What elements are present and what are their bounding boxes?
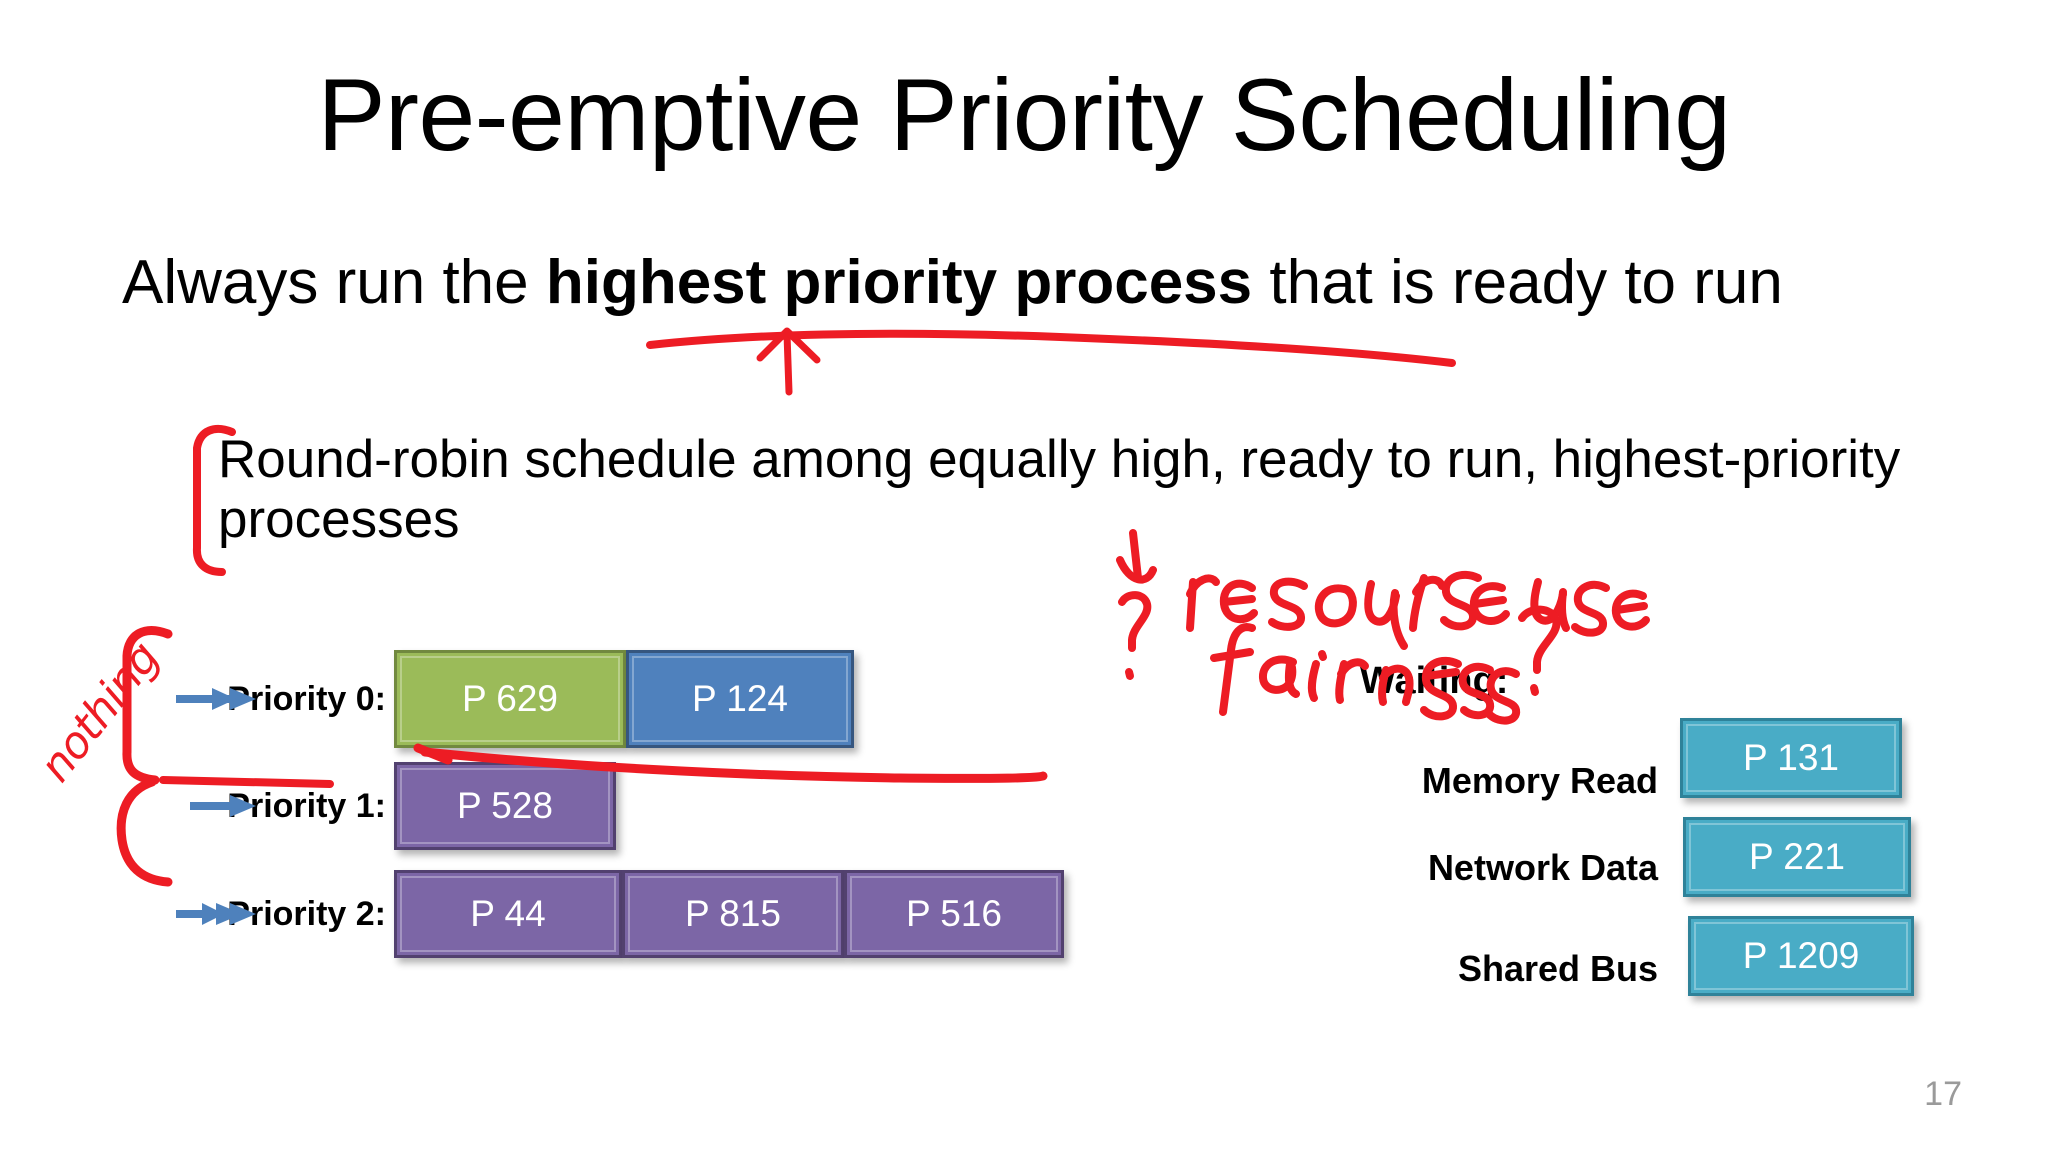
waiting-section-title: Waiting: bbox=[1360, 660, 1509, 702]
waiting-resource-network-data: Network Data bbox=[1427, 847, 1658, 888]
ink-text-nothing: nothing bbox=[30, 633, 170, 792]
ink-text-question-right bbox=[1518, 605, 1561, 696]
ink-arrow-down-head bbox=[1116, 556, 1157, 584]
ink-strike-arrowhead bbox=[413, 743, 453, 765]
process-box-label: P 44 bbox=[470, 893, 546, 934]
queue-entry-arrow-1 bbox=[190, 793, 258, 819]
queue-link-arrow-2-1 bbox=[176, 901, 244, 927]
waiting-process-box-p1209[interactable]: P 1209 bbox=[1688, 916, 1914, 996]
waiting-process-box-p131[interactable]: P 131 bbox=[1680, 718, 1902, 798]
queue-row-priority-0: Priority 0: P 629 P 124 bbox=[176, 650, 854, 748]
ink-underline-highest-priority bbox=[646, 329, 1456, 367]
process-box-label: P 1209 bbox=[1742, 935, 1860, 976]
ink-bracket-priority-group-lower bbox=[116, 777, 173, 887]
page-title: Pre-emptive Priority Scheduling bbox=[317, 58, 1731, 172]
process-box-p629[interactable]: P 629 bbox=[394, 650, 626, 748]
process-box-p44[interactable]: P 44 bbox=[394, 870, 622, 958]
bullet-secondary: Round-robin schedule among equally high,… bbox=[218, 430, 1901, 550]
slide-page-number: 17 bbox=[1924, 1075, 1962, 1113]
bullet-primary: Always run the highest priority process … bbox=[122, 248, 1822, 319]
process-box-label: P 221 bbox=[1748, 836, 1846, 877]
bullet-primary-emphasis: highest priority process bbox=[545, 248, 1253, 317]
ink-arrow-up-head bbox=[756, 327, 821, 364]
process-box-label: P 124 bbox=[691, 678, 789, 719]
bullet-primary-prefix: Always run the bbox=[122, 248, 546, 317]
process-box-p516[interactable]: P 516 bbox=[844, 870, 1064, 958]
waiting-resource-shared-bus: Shared Bus bbox=[1457, 948, 1658, 989]
process-box-p528[interactable]: P 528 bbox=[394, 762, 616, 850]
ink-text-resourse-use bbox=[1186, 570, 1650, 650]
process-box-label: P 528 bbox=[456, 785, 554, 826]
process-box-label: P 131 bbox=[1742, 737, 1840, 778]
process-box-label: P 516 bbox=[905, 893, 1003, 934]
ink-arrow-up bbox=[783, 330, 793, 396]
queue-link-arrow-0-0 bbox=[176, 686, 238, 712]
waiting-resource-memory-read: Memory Read bbox=[1421, 760, 1658, 801]
waiting-process-box-p221[interactable]: P 221 bbox=[1683, 817, 1911, 897]
process-box-label: P 629 bbox=[461, 678, 559, 719]
queue-row-priority-1: Priority 1: P 528 bbox=[176, 762, 616, 850]
process-box-p124[interactable]: P 124 bbox=[626, 650, 854, 748]
process-box-label: P 815 bbox=[684, 893, 782, 934]
queue-row-priority-2: Priority 2: P 44 P 815 P 516 bbox=[176, 870, 1064, 958]
ink-text-question-left bbox=[1118, 591, 1152, 680]
bullet-primary-suffix: that is ready to run bbox=[1252, 248, 1783, 317]
process-box-p815[interactable]: P 815 bbox=[622, 870, 844, 958]
